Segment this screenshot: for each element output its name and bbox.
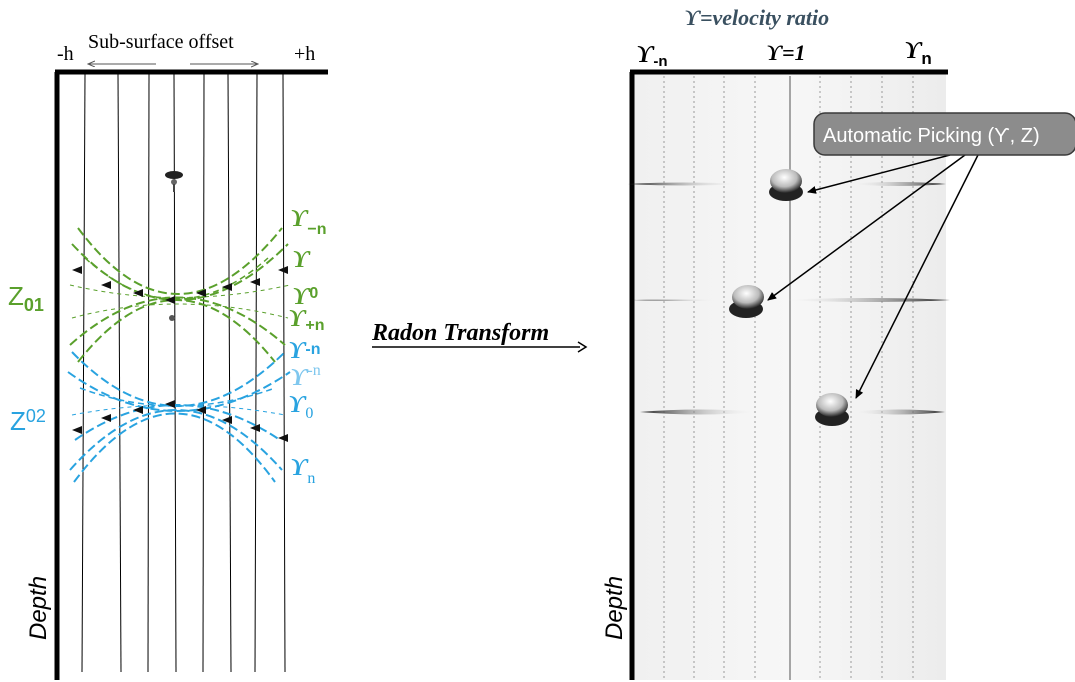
gamma-plus-n-label: ϒ+n — [288, 306, 325, 334]
left-panel: -h Sub-surface offset +h — [8, 31, 328, 680]
focused-event-1 — [769, 169, 803, 201]
velocity-gridlines — [663, 76, 914, 680]
radon-arrow-head — [577, 341, 588, 353]
plus-h-label: +h — [294, 43, 315, 65]
offset-title: Sub-surface offset — [88, 31, 234, 53]
blue-wavelets — [72, 400, 288, 442]
wavelet-top — [165, 171, 183, 192]
automatic-picking-label: Automatic Picking (ϒ, Z) — [823, 125, 1040, 147]
automatic-picking-box: Automatic Picking (ϒ, Z) — [813, 112, 1075, 156]
green-gamma-labels: ϒ−n ϒ ϒ0 ϒ+n — [288, 206, 327, 334]
blue-gamma-minus-n-label-2: ϒ-n — [290, 362, 321, 391]
z01-label: Z01 — [8, 281, 44, 315]
blue-gamma-zero-label: ϒ0 — [288, 392, 313, 422]
blue-moveout-curves — [67, 351, 291, 483]
focused-event-2 — [729, 285, 764, 318]
gamma-zero-label: ϒ0 — [292, 284, 318, 310]
right-panel: Automatic Picking (ϒ, Z) ϒ=velocity rati… — [601, 5, 1075, 680]
velocity-ratio-title: ϒ=velocity ratio — [684, 5, 829, 30]
radon-transform-label: Radon Transform — [371, 320, 549, 346]
gamma-minus-n-label: ϒ−n — [290, 206, 327, 238]
picking-arrows — [767, 154, 979, 399]
axis-gamma-one: ϒ=1 — [766, 40, 805, 65]
gamma-label: ϒ — [292, 247, 311, 273]
axis-gamma-minus-n: ϒ-n — [636, 42, 668, 70]
minus-h-label: -h — [57, 43, 74, 65]
radon-transform-label-group: Radon Transform — [371, 320, 588, 353]
radon-smears — [628, 182, 950, 415]
right-depth-label: Depth — [601, 576, 628, 640]
focused-event-3 — [815, 393, 849, 426]
green-wavelets — [72, 266, 288, 321]
left-depth-label: Depth — [25, 576, 52, 640]
axis-gamma-n: ϒn — [904, 38, 932, 68]
blue-gamma-n-label: ϒn — [290, 455, 315, 487]
blue-gamma-minus-n-label: ϒ-n — [288, 338, 321, 364]
z02-label: Z02 — [10, 406, 46, 436]
green-moveout-curves — [69, 227, 291, 363]
trace-lines — [81, 73, 286, 673]
blue-gamma-labels: ϒ-n ϒ-n ϒ0 ϒn — [288, 338, 321, 487]
